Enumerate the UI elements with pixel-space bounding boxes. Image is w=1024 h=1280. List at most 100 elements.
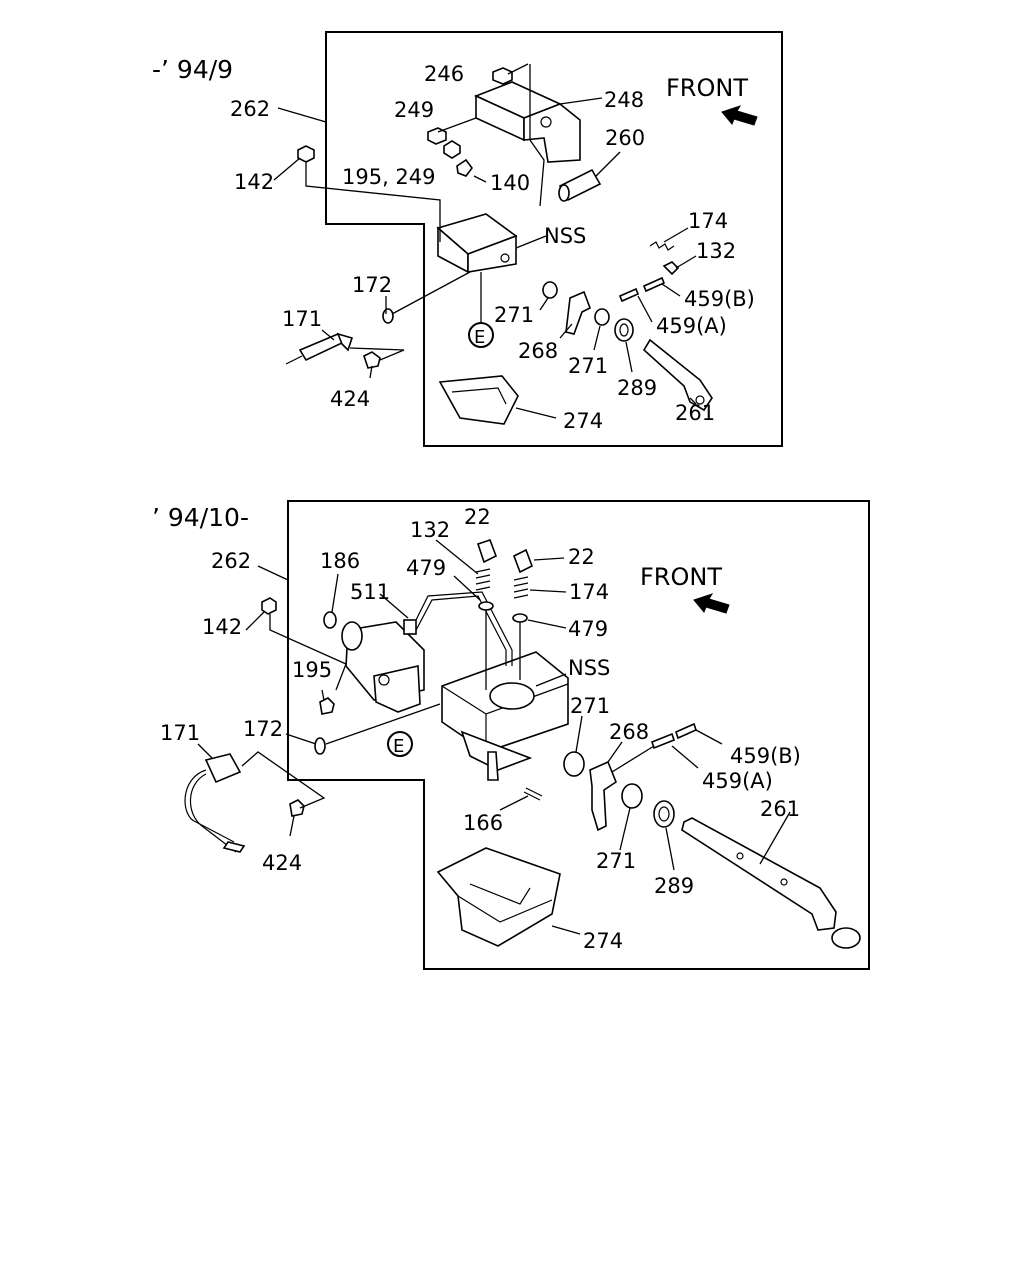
top-label-142: 142 xyxy=(234,170,274,194)
top-label-261: 261 xyxy=(675,401,715,425)
bottom-lever-268 xyxy=(589,760,617,832)
bottom-spring-132 xyxy=(475,568,491,591)
bottom-label-142: 142 xyxy=(202,615,242,639)
top-label-174: 174 xyxy=(688,209,728,233)
bottom-label-22-b: 22 xyxy=(568,545,595,569)
bottom-spring-174 xyxy=(513,576,529,599)
bottom-switch-171 xyxy=(184,753,246,853)
bottom-label-511: 511 xyxy=(350,580,390,604)
bottom-label-479-a: 479 xyxy=(406,556,446,580)
bottom-label-172: 172 xyxy=(243,717,283,741)
bottom-label-271-b: 271 xyxy=(596,849,636,873)
bottom-pipe-511 xyxy=(403,591,513,666)
bottom-label-nss: NSS xyxy=(568,656,610,680)
bottom-label-459a: 459(A) xyxy=(702,769,773,793)
top-washer-172 xyxy=(382,308,394,324)
top-pin-459b xyxy=(642,276,666,293)
bottom-oring-479a xyxy=(478,601,494,611)
top-label-195-249: 195, 249 xyxy=(342,165,436,189)
top-nut-132 xyxy=(662,261,680,276)
top-bolt-246 xyxy=(492,63,529,85)
bottom-bush-271b xyxy=(621,783,643,809)
top-pin-459a xyxy=(618,287,640,303)
bottom-ref-e-circle xyxy=(387,731,413,757)
bottom-oring-479b xyxy=(512,613,528,623)
top-bracket-248 xyxy=(473,81,581,163)
bottom-label-186: 186 xyxy=(320,549,360,573)
top-bolt-142 xyxy=(297,145,315,163)
bottom-label-132: 132 xyxy=(410,518,450,542)
top-lever-268 xyxy=(565,290,592,335)
bottom-bush-271a xyxy=(563,751,585,777)
top-label-248: 248 xyxy=(604,88,644,112)
bottom-label-166: 166 xyxy=(463,811,503,835)
top-label-171: 171 xyxy=(282,307,322,331)
top-seal-289 xyxy=(614,318,634,342)
bottom-bolt-424 xyxy=(289,799,305,817)
bottom-ring-186 xyxy=(323,611,337,629)
bottom-leaders xyxy=(197,539,791,935)
top-frame xyxy=(325,31,783,447)
bottom-panel: ’ 94/10- FRONT xyxy=(152,500,870,970)
bottom-label-271-a: 271 xyxy=(570,694,610,718)
bottom-label-459b: 459(B) xyxy=(730,744,801,768)
top-spring-174 xyxy=(649,241,675,251)
top-label-e: E xyxy=(474,327,485,348)
top-label-262: 262 xyxy=(230,97,270,121)
bottom-label-289: 289 xyxy=(654,874,694,898)
top-bolt-195-249 xyxy=(443,140,461,159)
top-part-labels: 262 246 249 248 142 195, 249 140 260 NSS… xyxy=(230,62,755,433)
bottom-label-174: 174 xyxy=(569,580,609,604)
top-bush-271b xyxy=(594,308,610,326)
top-label-132: 132 xyxy=(696,239,736,263)
top-label-nss: NSS xyxy=(544,224,586,248)
bottom-label-22-a: 22 xyxy=(464,505,491,529)
top-front-arrow-icon xyxy=(721,105,758,126)
top-label-172: 172 xyxy=(352,273,392,297)
top-label-459a: 459(A) xyxy=(656,314,727,338)
top-clip-140 xyxy=(456,158,473,177)
bottom-bolt-195 xyxy=(319,697,335,715)
top-leaders xyxy=(273,64,697,419)
bottom-front-arrow-icon xyxy=(693,593,730,614)
bottom-shaft-261 xyxy=(681,817,861,949)
top-sleeve-260 xyxy=(558,168,602,202)
bottom-frame xyxy=(287,500,870,970)
top-label-424: 424 xyxy=(330,387,370,411)
bottom-label-424: 424 xyxy=(262,851,302,875)
bottom-pins-459 xyxy=(651,722,697,750)
bottom-label-274: 274 xyxy=(583,929,623,953)
top-label-140: 140 xyxy=(490,171,530,195)
bottom-cover-274 xyxy=(436,847,561,947)
top-shaft-261 xyxy=(642,338,713,412)
top-label-268: 268 xyxy=(518,339,558,363)
top-label-271-b: 271 xyxy=(568,354,608,378)
top-bolt-424 xyxy=(363,351,381,369)
top-label-274: 274 xyxy=(563,409,603,433)
top-bush-271a xyxy=(542,281,558,299)
bottom-label-171: 171 xyxy=(160,721,200,745)
bottom-washer-172 xyxy=(314,737,326,755)
top-switch-body-nss xyxy=(436,213,518,274)
top-period-label: -’ 94/9 xyxy=(152,55,233,84)
bottom-label-195: 195 xyxy=(292,658,332,682)
bottom-bolt-142 xyxy=(261,597,277,615)
bottom-cylinder-part xyxy=(341,621,425,713)
top-label-246: 246 xyxy=(424,62,464,86)
bottom-label-479-b: 479 xyxy=(568,617,608,641)
top-switch-171 xyxy=(285,332,354,365)
bottom-stud-166 xyxy=(523,787,543,801)
bottom-label-261: 261 xyxy=(760,797,800,821)
top-label-271-a: 271 xyxy=(494,303,534,327)
top-front-label: FRONT xyxy=(666,74,748,102)
top-bolt-249 xyxy=(427,127,447,145)
top-label-249: 249 xyxy=(394,98,434,122)
bottom-label-e: E xyxy=(393,736,404,757)
bottom-plug-22b xyxy=(512,548,534,574)
bottom-front-label: FRONT xyxy=(640,563,722,591)
bottom-housing-nss xyxy=(441,651,569,781)
bottom-label-268: 268 xyxy=(609,720,649,744)
bottom-label-262: 262 xyxy=(211,549,251,573)
top-label-289: 289 xyxy=(617,376,657,400)
